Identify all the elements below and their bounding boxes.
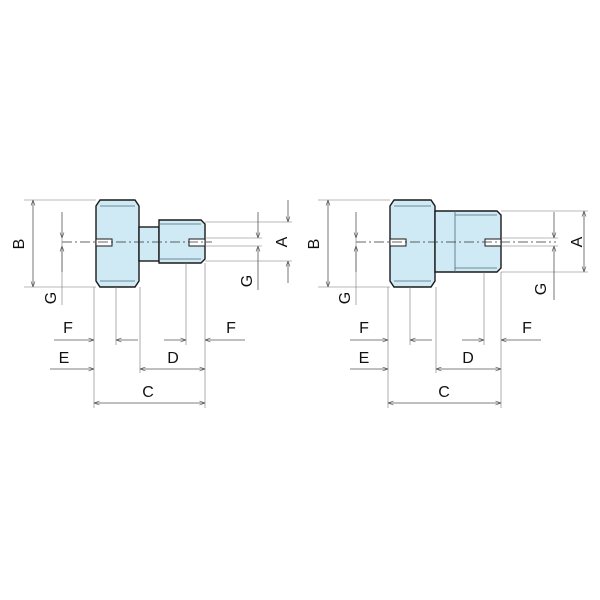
right-stub	[434, 210, 502, 273]
left-label-E: E	[59, 350, 70, 367]
left-extension-lines	[24, 199, 292, 408]
right-label-B: B	[306, 239, 323, 250]
right-slot-stub	[484, 238, 502, 247]
left-stub	[158, 219, 206, 264]
right-label-D: D	[462, 350, 474, 367]
left-label-G-right: G	[239, 275, 256, 287]
figure-left: B G A G F F E D C	[11, 199, 292, 408]
right-head	[389, 199, 436, 288]
right-slot-head	[389, 238, 407, 247]
left-head	[95, 199, 140, 288]
left-label-C: C	[142, 384, 154, 401]
left-label-B: B	[11, 239, 28, 250]
right-label-G-left: G	[337, 292, 354, 304]
right-part	[356, 199, 556, 288]
right-label-F-right: F	[522, 320, 532, 337]
left-slot-stub	[188, 238, 206, 247]
right-label-G-right: G	[533, 283, 550, 295]
right-dimension-lines	[328, 200, 584, 403]
left-label-D: D	[167, 350, 179, 367]
right-label-C: C	[438, 384, 450, 401]
right-label-E: E	[359, 350, 370, 367]
right-labels: B G A G F F E D C	[306, 236, 586, 401]
left-slot-head	[95, 238, 113, 247]
left-part	[62, 199, 212, 288]
right-label-A: A	[569, 236, 586, 247]
left-label-F-right: F	[226, 320, 236, 337]
left-label-F-left: F	[63, 320, 73, 337]
left-label-A: A	[274, 236, 291, 247]
figure-right: B G A G F F E D C	[306, 199, 588, 408]
left-label-G-left: G	[43, 292, 60, 304]
left-labels: B G A G F F E D C	[11, 236, 291, 401]
right-label-F-left: F	[359, 320, 369, 337]
left-neck	[138, 226, 160, 262]
left-dimension-lines	[33, 200, 288, 403]
